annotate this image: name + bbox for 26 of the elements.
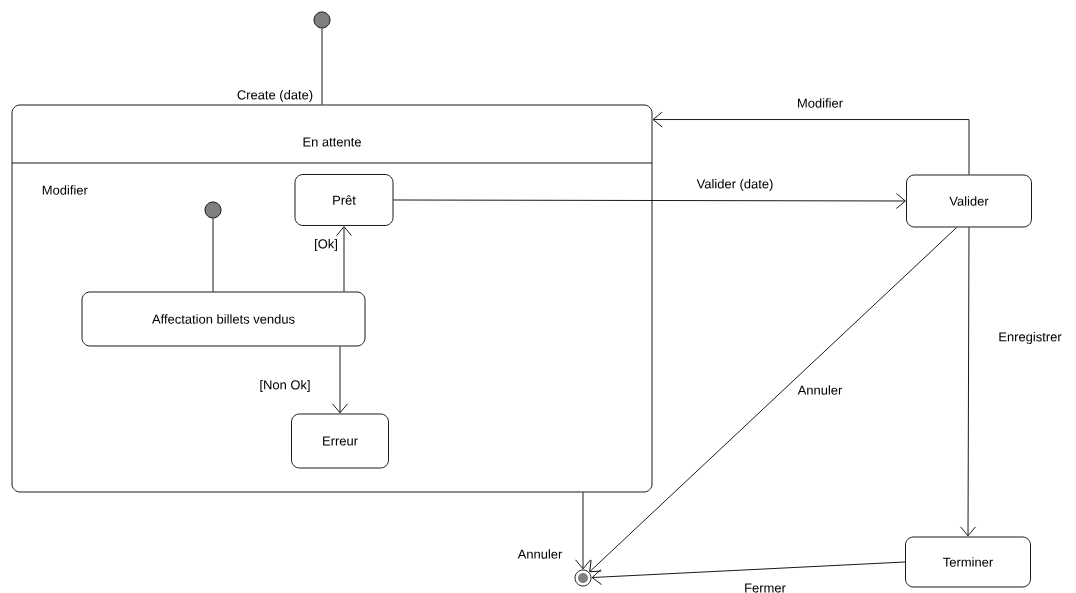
- state-box: Prêt: [294, 174, 394, 226]
- state-box: Terminer: [905, 536, 1031, 588]
- edge-label: Create (date): [237, 89, 313, 103]
- edge-label: [Non Ok]: [260, 379, 310, 393]
- arrow: [575, 492, 591, 570]
- edge-label: Valider (date): [695, 177, 775, 193]
- state-box: Affectation billets vendus: [81, 291, 366, 347]
- arrow: [652, 111, 970, 175]
- edge-label: Annuler: [796, 384, 844, 396]
- edge-label: Annuler: [517, 549, 563, 559]
- edge-label: [Ok]: [315, 238, 337, 252]
- arrow: [960, 227, 976, 537]
- arrow: [332, 346, 348, 414]
- edge-label: Fermer: [745, 583, 786, 593]
- state-box: Valider: [906, 174, 1032, 228]
- arrow: [336, 226, 352, 292]
- edge-label: Modifier: [798, 98, 843, 108]
- arrow: [591, 561, 906, 586]
- arrow: [589, 227, 958, 573]
- state-box: Erreur: [291, 413, 389, 469]
- initial-state: [204, 201, 222, 219]
- initial-state: [313, 11, 331, 29]
- activity-label: Modifier: [42, 185, 88, 195]
- arrow: [393, 193, 906, 209]
- edge-label: Enregistrer: [999, 331, 1062, 345]
- final-state: [574, 569, 592, 587]
